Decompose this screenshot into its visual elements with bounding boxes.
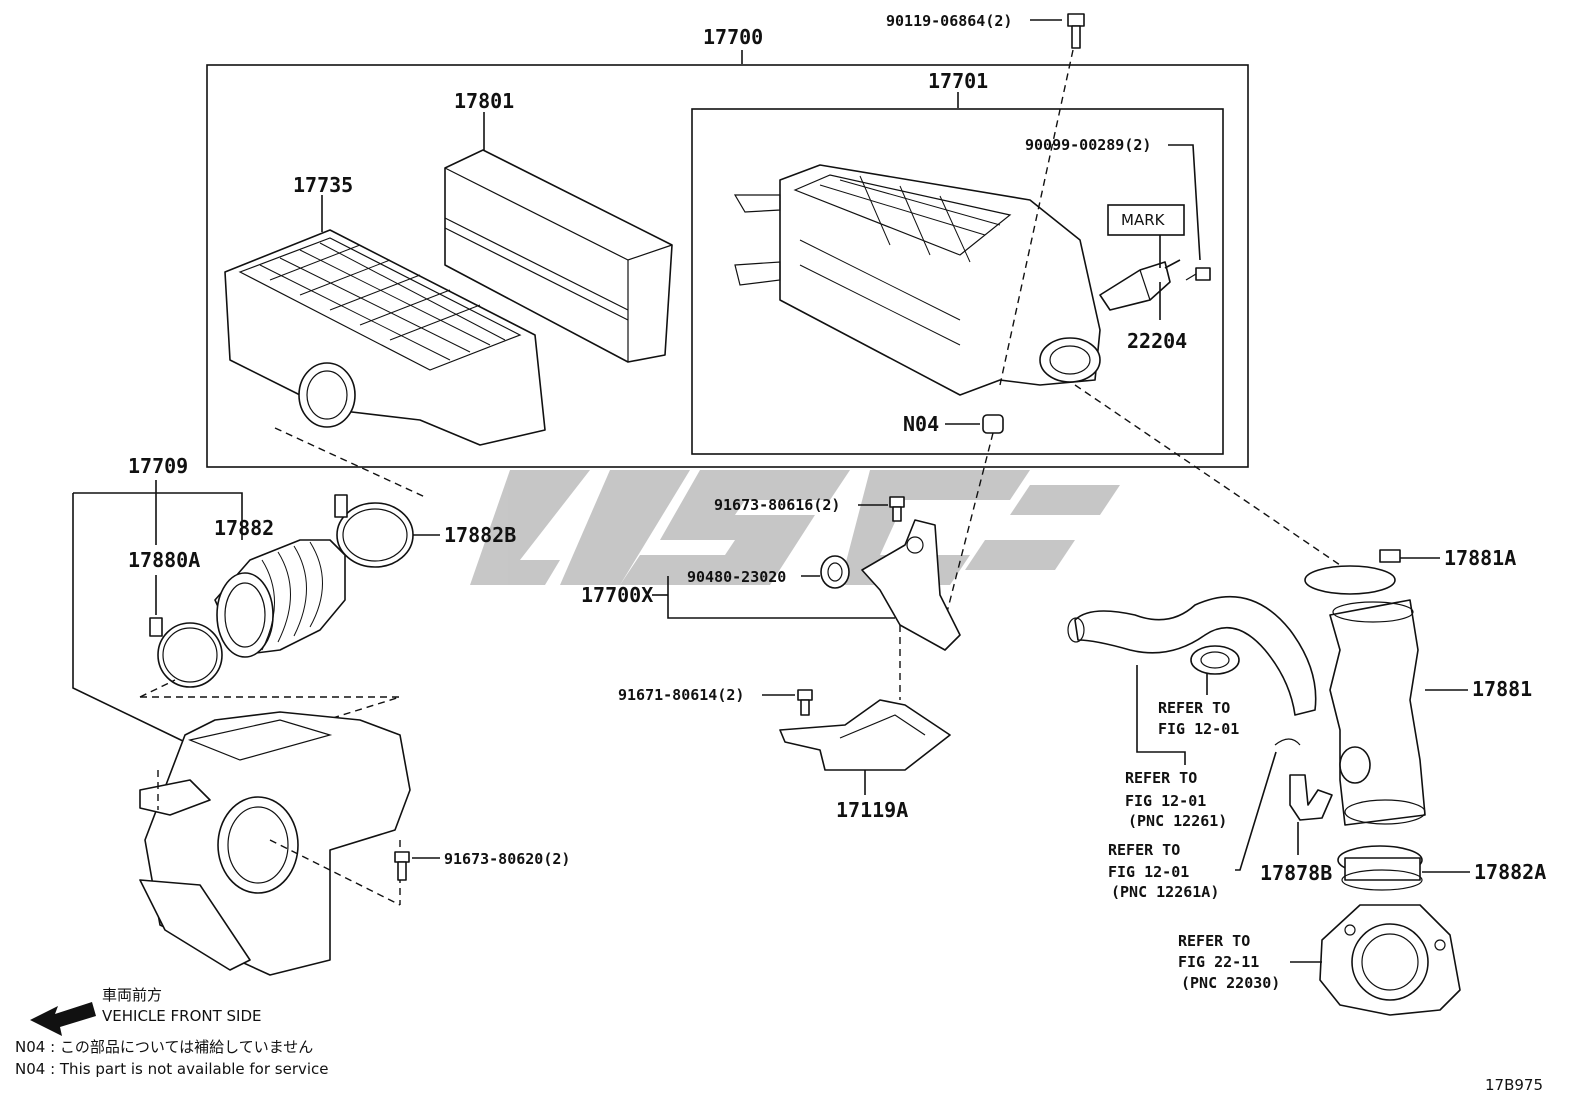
label-17882A: 17882A bbox=[1474, 860, 1546, 884]
label-17801: 17801 bbox=[454, 89, 514, 113]
svg-text:REFER TO: REFER TO bbox=[1158, 699, 1230, 717]
front-side-jp: 車両前方 bbox=[102, 986, 162, 1004]
label-17881A: 17881A bbox=[1444, 546, 1516, 570]
label-90480: 90480-23020 bbox=[687, 568, 786, 586]
clamp-17881A bbox=[1304, 549, 1401, 595]
inlet-duct-17881 bbox=[1329, 599, 1426, 826]
intake-hose-17882 bbox=[214, 539, 346, 658]
svg-text:REFER TO: REFER TO bbox=[1108, 841, 1180, 859]
label-17878B: 17878B bbox=[1260, 861, 1332, 885]
clamp-17882B bbox=[334, 494, 414, 568]
svg-text:(PNC 22030): (PNC 22030) bbox=[1181, 974, 1280, 992]
label-91671: 91671-80614(2) bbox=[618, 686, 744, 704]
label-17880A: 17880A bbox=[128, 548, 200, 572]
diagram-id: 17B975 bbox=[1485, 1076, 1543, 1094]
n04-note-jp: N04 : この部品については補給していません bbox=[15, 1038, 313, 1056]
grommet-n04 bbox=[982, 414, 1004, 434]
svg-text:(PNC 12261): (PNC 12261) bbox=[1128, 812, 1227, 830]
bracket-17119A bbox=[779, 699, 951, 771]
bolt-91673-80616 bbox=[889, 496, 905, 522]
arrow-left-icon bbox=[30, 1002, 96, 1036]
label-17882B: 17882B bbox=[444, 523, 516, 547]
watermark-logo bbox=[470, 470, 1120, 585]
label-91673-80620: 91673-80620(2) bbox=[444, 850, 570, 868]
label-17881: 17881 bbox=[1472, 677, 1532, 701]
label-17700X: 17700X bbox=[581, 583, 653, 607]
label-n04: N04 bbox=[903, 412, 939, 436]
reference-4: REFER TO FIG 22-11 (PNC 22030) bbox=[1178, 932, 1280, 992]
svg-text:REFER TO: REFER TO bbox=[1125, 769, 1197, 787]
mark-box bbox=[1107, 204, 1185, 236]
clamp-17880A bbox=[149, 617, 223, 688]
airflow-meter bbox=[1099, 261, 1171, 311]
screw-90099 bbox=[1185, 267, 1211, 281]
clip-12261A bbox=[1274, 738, 1301, 746]
air-filter-element bbox=[444, 149, 673, 363]
reference-2: REFER TO FIG 12-01 (PNC 12261) bbox=[1125, 769, 1227, 830]
air-cleaner-case bbox=[733, 164, 1101, 396]
bolt-90119 bbox=[1067, 13, 1085, 49]
svg-text:FIG 12-01: FIG 12-01 bbox=[1158, 720, 1239, 738]
reference-1: REFER TO FIG 12-01 bbox=[1158, 699, 1239, 738]
label-17701: 17701 bbox=[928, 69, 988, 93]
label-17119A: 17119A bbox=[836, 798, 908, 822]
svg-text:REFER TO: REFER TO bbox=[1178, 932, 1250, 950]
bracket-17700X bbox=[861, 519, 961, 651]
throttle-body-22030 bbox=[1319, 904, 1461, 1016]
mark-label: MARK bbox=[1121, 211, 1166, 229]
label-91673-80616: 91673-80616(2) bbox=[714, 496, 840, 514]
air-hose-12261 bbox=[1067, 595, 1317, 716]
svg-text:FIG 12-01: FIG 12-01 bbox=[1108, 863, 1189, 881]
label-17700: 17700 bbox=[703, 25, 763, 49]
grommet-90480 bbox=[820, 555, 850, 589]
n04-note-en: N04 : This part is not available for ser… bbox=[15, 1060, 329, 1078]
svg-text:(PNC 12261A): (PNC 12261A) bbox=[1111, 883, 1219, 901]
label-22204: 22204 bbox=[1127, 329, 1187, 353]
label-17735: 17735 bbox=[293, 173, 353, 197]
svg-text:FIG 12-01: FIG 12-01 bbox=[1125, 792, 1206, 810]
front-side-en: VEHICLE FRONT SIDE bbox=[102, 1007, 262, 1025]
label-17882: 17882 bbox=[214, 516, 274, 540]
resonator-box bbox=[139, 711, 411, 976]
reference-3: REFER TO FIG 12-01 (PNC 12261A) bbox=[1108, 841, 1219, 901]
bolt-91673-80620 bbox=[394, 851, 410, 881]
label-90119: 90119-06864(2) bbox=[886, 12, 1012, 30]
bolt-91671 bbox=[797, 689, 813, 716]
clamp-17882A bbox=[1337, 845, 1423, 891]
air-cleaner-cap bbox=[224, 229, 546, 446]
connector-12261A bbox=[1190, 645, 1240, 675]
group-17701-box bbox=[691, 108, 1224, 455]
group-17700-box bbox=[206, 64, 1249, 468]
label-90099: 90099-00289(2) bbox=[1025, 136, 1151, 154]
label-17709: 17709 bbox=[128, 454, 188, 478]
svg-text:FIG 22-11: FIG 22-11 bbox=[1178, 953, 1259, 971]
pipe-17878B bbox=[1289, 774, 1333, 821]
